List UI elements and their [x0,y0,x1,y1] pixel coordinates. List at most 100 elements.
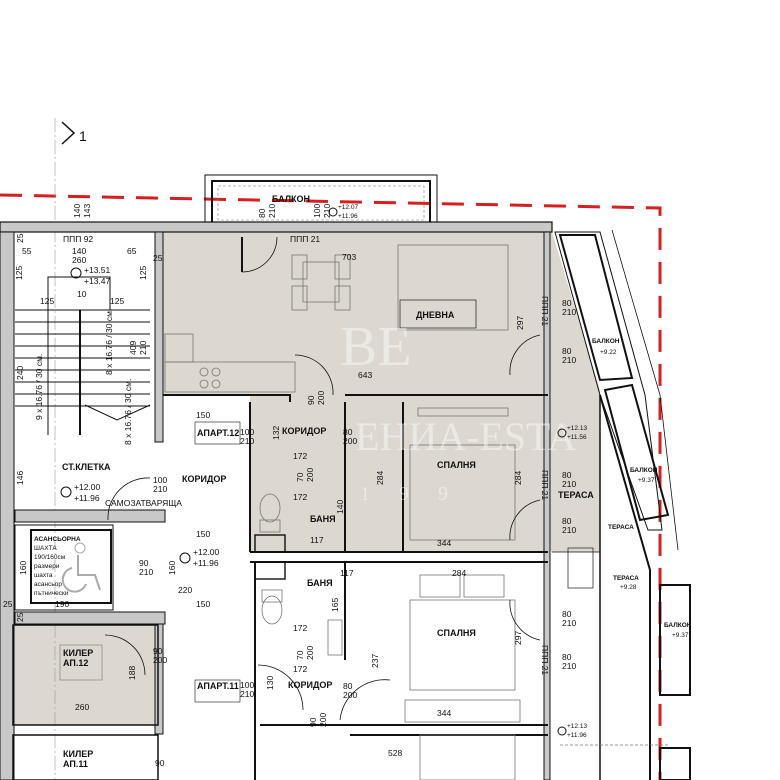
room-corridor-12: КОРИДОР [282,426,326,436]
self-closing-door-note: САМОЗАТВАРЯЩА [105,498,182,508]
dimension: 210 [139,567,153,577]
elevation-value: +12.07 [338,204,358,211]
elevation-value: +13.47 [84,276,111,286]
dimension: 210 [267,204,277,218]
room-living: ДНЕВНА [416,310,455,320]
dimension: 172 [293,623,307,633]
right-balconies [552,229,691,780]
elevation-icon [557,726,567,736]
dimension: 240 [15,366,25,380]
storage-11 [12,734,159,780]
room-common-corridor: КОРИДОР [182,474,226,484]
dimension: 90 [153,646,163,656]
dimension: 344 [437,708,451,718]
dimension: 117 [340,568,354,578]
dimension: 90 [139,558,149,568]
apart-11-label: АПАРТ.11 [197,681,239,691]
dimension: 210 [153,484,167,494]
dimension: 165 [330,598,340,612]
elevator-label-1: АСАНСЬОРНА [34,536,81,543]
dimension: 146 [15,471,25,485]
dimension: 55 [22,246,32,256]
dimension: 80 [562,346,572,356]
dimension: 409 [128,341,138,355]
stair-spec: 8 x 16.76 / 30 см. [123,379,133,445]
elevation-value: +11.56 [567,434,587,441]
elevation-value: +9.37 [672,632,689,639]
storage-12-label: КИЛЕР [63,648,93,658]
dimension: 125 [138,266,148,280]
elevator-label-2: ШАХТА [34,545,57,552]
dimension: 150 [196,410,210,420]
dimension: 150 [196,529,210,539]
dimension: 100 [312,204,322,218]
dimension: 200 [305,646,315,660]
dimension: 160 [18,561,28,575]
dimension: 210 [562,479,576,489]
dimension: 703 [342,252,356,262]
elevation-value: +9.37 [638,477,655,484]
elevation-value: +12.00 [193,547,220,557]
room-balcony-right-1: БАЛКОН [592,338,620,345]
elevator-shaft [14,524,114,611]
dimension: 528 [388,748,402,758]
staircase [15,276,151,435]
storage-11-label: КИЛЕР [63,749,93,759]
dimension: 210 [240,436,254,446]
dimension: 143 [82,204,92,218]
room-bath-12: БАНЯ [310,514,336,524]
dimension: 172 [293,664,307,674]
apartment-12-living-area [163,232,548,395]
room-corridor-11: КОРИДОР [288,680,332,690]
apart-12-label: АПАРТ.12 [197,428,239,438]
window-label: ППП 21 [540,645,550,675]
elevation-icon [328,207,338,217]
window-label: ППП 21 [540,296,550,326]
dimension: 10 [77,289,87,299]
dimension: 80 [343,681,353,691]
watermark: BE ЕНИA-ESTA 1 9 9 [340,316,576,505]
dimension: 210 [562,618,576,628]
stair-spec: 9 x 16.76 / 30 см. [34,354,44,420]
room-terrace-12: ТЕРАСА [558,490,594,500]
storage-12 [12,624,159,726]
dimension: 284 [513,471,523,485]
elevator-label-5: шахта [34,572,53,579]
dimension: 80 [562,609,572,619]
dimension: 70 [295,472,305,482]
dimension: 210 [240,689,254,699]
dimension: 130 [265,676,275,690]
dimension: 70 [295,650,305,660]
dimension: 200 [316,391,326,405]
room-labels: ДНЕВНА СПАЛНЯ СПАЛНЯ БАНЯ БАНЯ КОРИДОР К… [34,194,692,769]
dimension: 297 [515,316,525,330]
elevation-value: +11.96 [74,493,100,503]
dimension: 80 [562,298,572,308]
dimension: 172 [293,451,307,461]
elevation-value: +11.96 [338,213,358,220]
elevator-label-6: асансьор [34,581,62,588]
terrace-12-area [548,232,600,552]
apartment-12-bedroom-area [250,395,548,552]
door-swings [104,236,541,721]
dimension: 140 [72,204,82,218]
dimension: 150 [196,599,210,609]
dimension: 344 [437,538,451,548]
dimension: 200 [343,690,357,700]
dimension: 200 [343,436,357,446]
dimension: 80 [257,208,267,218]
dimension: 237 [370,654,380,668]
elevator-label-4: размери [34,563,60,570]
dimension: 100 [240,680,254,690]
dimension: 188 [127,666,137,680]
elevation-value: +11.96 [567,732,587,739]
elevation-icon [179,552,191,564]
dimension: 200 [305,468,315,482]
elevation-icon [557,428,567,438]
dimension: 25 [3,599,13,609]
dimension: 125 [110,296,124,306]
dimension: 125 [40,296,54,306]
dimension: 210 [322,204,332,218]
dimension: 210 [138,341,148,355]
